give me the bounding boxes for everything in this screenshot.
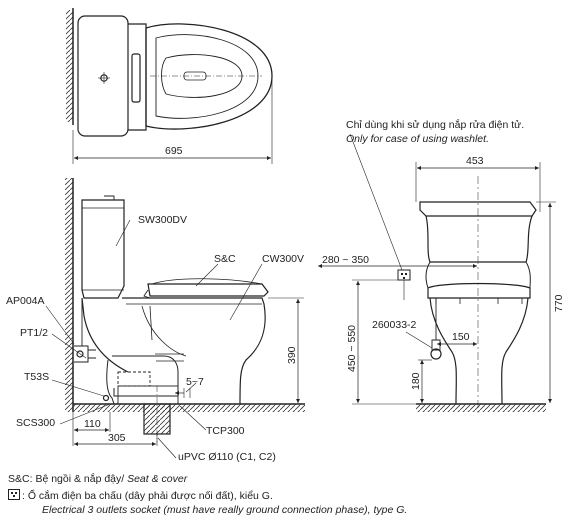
note-washlet-en: Only for case of using washlet. xyxy=(346,133,489,145)
legend-socket-en: Electrical 3 outlets socket (must have r… xyxy=(42,504,408,516)
side-trap xyxy=(112,355,179,397)
dim-305: 305 xyxy=(108,432,126,444)
top-view-lid-rim xyxy=(155,34,259,119)
side-wall-hatch xyxy=(65,178,73,412)
dim-695: 695 xyxy=(165,145,183,157)
side-bowl-back xyxy=(81,297,129,373)
side-seat-cover xyxy=(147,283,269,297)
top-view-hinge xyxy=(131,53,141,103)
dim-150: 150 xyxy=(452,331,470,343)
note-washlet-vi: Chỉ dùng khi sử dụng nắp rửa điện tử. xyxy=(346,118,524,131)
dim-453: 453 xyxy=(466,155,484,167)
side-tank xyxy=(81,199,125,299)
side-angle-valve xyxy=(74,345,89,363)
top-view-tank xyxy=(77,15,129,137)
label-bowl: CW300V xyxy=(262,253,304,265)
label-seat: S&C xyxy=(214,253,236,265)
label-tank: SW300DV xyxy=(138,214,187,226)
front-valve xyxy=(430,348,442,360)
label-trap: TCP300 xyxy=(206,425,245,437)
dim-110: 110 xyxy=(84,418,101,430)
top-view xyxy=(66,8,273,164)
front-view xyxy=(318,133,556,414)
legend-seat-cover: S&C: Bệ ngồi & nắp đậy/ Seat & cover xyxy=(8,473,187,485)
top-view-hinge-block xyxy=(128,23,147,131)
dim-280-350: 280 ~ 350 xyxy=(322,254,369,266)
side-view xyxy=(45,178,305,459)
dim-770: 770 xyxy=(553,294,565,312)
top-view-wall-hatch xyxy=(66,10,73,122)
side-bolt xyxy=(102,394,110,402)
dim-450-550: 450 ~ 550 xyxy=(346,325,358,372)
front-tank xyxy=(425,215,533,263)
front-floor-hatch xyxy=(416,404,546,412)
dim-180: 180 xyxy=(410,372,422,390)
top-view-bowl-opening xyxy=(161,54,243,98)
legend-socket-vi: : Ổ cắm điện ba chấu (dây phải được nối … xyxy=(22,490,273,502)
dim-390: 390 xyxy=(286,346,298,364)
front-bowl-right xyxy=(501,297,529,405)
legend-sc-vi: Bệ ngồi & nắp đậy/ xyxy=(35,473,125,485)
label-bolt: T53S xyxy=(24,371,49,383)
label-flange: SCS300 xyxy=(16,417,55,429)
top-view-seat xyxy=(145,23,273,130)
front-seat xyxy=(427,282,531,299)
label-outlet: uPVC Ø110 (C1, C2) xyxy=(178,451,276,463)
legend-socket: : Ổ cắm điện ba chấu (dây phải được nối … xyxy=(8,489,273,502)
legend-sc-abbr: S&C: xyxy=(8,473,33,485)
label-angle-valve: AP004A xyxy=(6,295,45,307)
socket-icon xyxy=(8,489,20,500)
side-floor-hatch xyxy=(73,404,305,412)
legend-sc-en: Seat & cover xyxy=(127,473,188,485)
front-bowl-left xyxy=(429,297,457,405)
label-gap: 5~7 xyxy=(186,376,204,388)
label-valve: 260033-2 xyxy=(372,319,417,331)
label-supply-pipe: PT1/2 xyxy=(20,327,48,339)
side-bowl-front xyxy=(122,297,266,405)
legend-socket-en-row: Electrical 3 outlets socket (must have r… xyxy=(42,504,407,516)
